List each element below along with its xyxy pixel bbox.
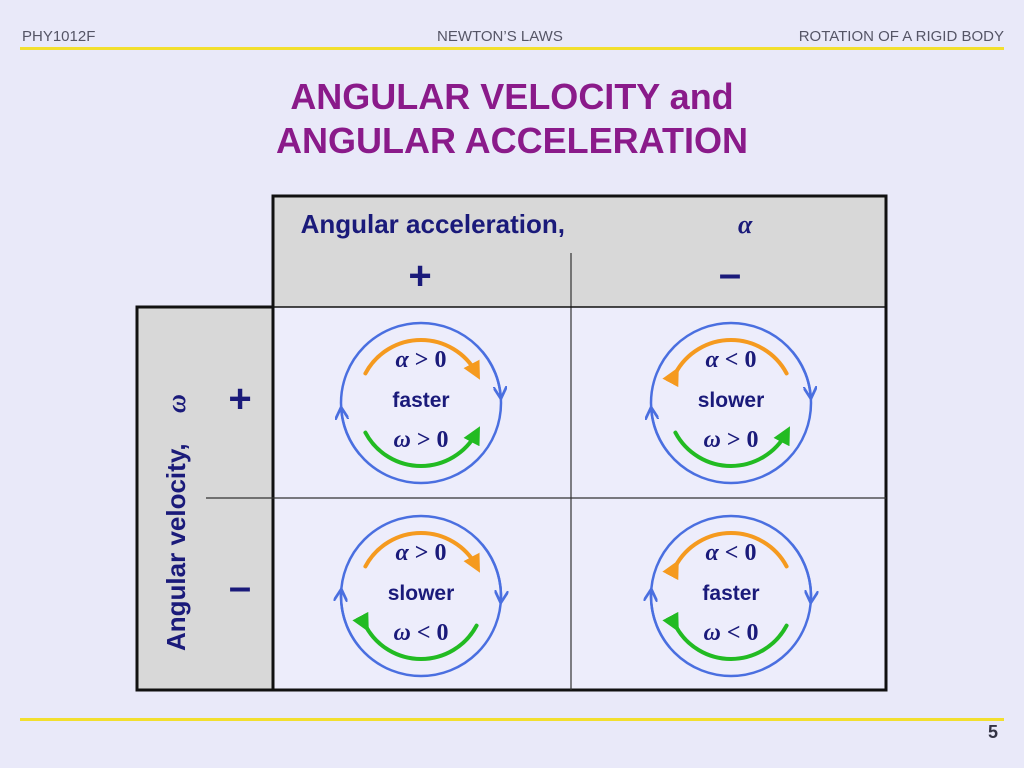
alpha-condition: α < 0 bbox=[706, 347, 757, 373]
section-label: ROTATION OF A RIGID BODY bbox=[798, 28, 1004, 45]
rotation-circle bbox=[649, 321, 813, 485]
speed-label: slower bbox=[388, 582, 455, 605]
circle-arrow-right bbox=[791, 350, 811, 398]
omega-arrow bbox=[352, 611, 479, 661]
alpha-arrow bbox=[662, 531, 789, 581]
column-sign-positive: + bbox=[408, 254, 431, 298]
circle-arrow-right bbox=[341, 590, 361, 649]
alpha-arrow bbox=[363, 531, 480, 573]
row-sign-negative: – bbox=[229, 565, 251, 609]
circle-arrow-left bbox=[791, 543, 811, 602]
cell-4: α < 0 faster ω < 0 bbox=[651, 514, 811, 678]
omega-condition: ω > 0 bbox=[393, 427, 448, 453]
circle-arrow-left bbox=[481, 543, 501, 602]
circle-arrow-left bbox=[651, 409, 671, 456]
row-sign-positive: + bbox=[228, 377, 251, 421]
page-number: 5 bbox=[987, 722, 998, 742]
slide-title-line1: ANGULAR VELOCITY and bbox=[290, 76, 734, 117]
speed-label: faster bbox=[392, 389, 449, 412]
slide-title-line2: ANGULAR ACCELERATION bbox=[276, 120, 748, 161]
top-rule bbox=[20, 47, 1004, 50]
alpha-condition: α < 0 bbox=[706, 540, 757, 566]
omega-symbol: ω bbox=[162, 394, 191, 413]
column-header-band bbox=[273, 196, 886, 307]
omega-arrow bbox=[363, 426, 480, 468]
alpha-condition: α > 0 bbox=[396, 347, 447, 373]
column-sign-negative: – bbox=[719, 252, 741, 296]
cell-2: α < 0 slower ω > 0 bbox=[649, 321, 813, 485]
bottom-rule bbox=[20, 718, 1004, 721]
row-header-label: Angular velocity, bbox=[161, 443, 191, 651]
speed-label: faster bbox=[702, 582, 759, 605]
cell-1: α > 0 faster ω > 0 bbox=[339, 321, 503, 485]
omega-condition: ω > 0 bbox=[703, 427, 758, 453]
cell-3: α > 0 slower ω < 0 bbox=[341, 514, 501, 678]
circle-arrow-left bbox=[341, 409, 361, 456]
omega-arrow bbox=[673, 426, 790, 468]
alpha-condition: α > 0 bbox=[396, 540, 447, 566]
alpha-arrow bbox=[662, 338, 789, 388]
circle-arrow-right bbox=[651, 590, 671, 649]
column-header-label: Angular acceleration, bbox=[301, 209, 565, 239]
speed-label: slower bbox=[698, 389, 765, 412]
rotation-cells: α > 0 faster ω > 0 α < 0 slower ω > 0 α > 0 slo… bbox=[339, 321, 813, 678]
omega-condition: ω < 0 bbox=[393, 620, 448, 646]
course-code: PHY1012F bbox=[22, 28, 96, 45]
circle-arrow-right bbox=[481, 350, 501, 398]
omega-condition: ω < 0 bbox=[703, 620, 758, 646]
alpha-symbol: α bbox=[738, 210, 753, 239]
omega-arrow bbox=[662, 611, 789, 661]
topic-label: NEWTON’S LAWS bbox=[437, 28, 563, 45]
rotation-circle bbox=[339, 321, 503, 485]
alpha-arrow bbox=[363, 338, 480, 380]
